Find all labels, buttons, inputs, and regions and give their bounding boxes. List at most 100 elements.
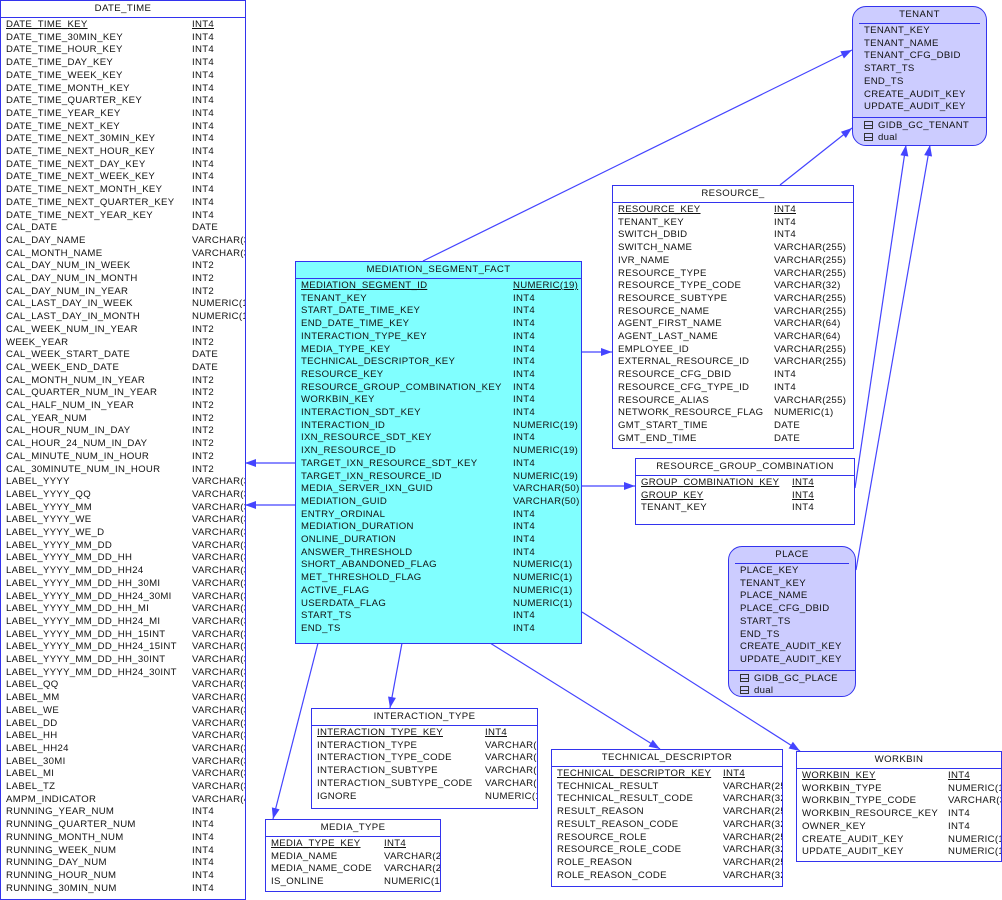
column-row[interactable]: PLACE_NAME — [740, 590, 855, 603]
column-row[interactable]: TENANT_NAME — [864, 38, 986, 51]
column-row[interactable]: TENANT_CFG_DBID — [864, 50, 986, 63]
column-row[interactable]: END_TS — [740, 629, 855, 642]
relationship-line[interactable] — [855, 144, 931, 571]
relationship-line[interactable] — [854, 144, 907, 489]
relationship-line[interactable] — [272, 642, 319, 820]
column-row[interactable]: TENANT_KEY — [864, 25, 986, 38]
column-row[interactable]: CREATE_AUDIT_KEY — [740, 641, 855, 654]
source-table[interactable]: dual — [740, 685, 855, 696]
relationship-line[interactable] — [422, 49, 853, 262]
column-row[interactable]: PLACE_CFG_DBID — [740, 603, 855, 616]
column-row[interactable]: START_TS — [864, 63, 986, 76]
relationship-line[interactable] — [779, 127, 853, 186]
column-row[interactable]: START_TS — [740, 616, 855, 629]
relationship-line[interactable] — [389, 642, 403, 709]
column-row[interactable]: CREATE_AUDIT_KEY — [864, 89, 986, 102]
